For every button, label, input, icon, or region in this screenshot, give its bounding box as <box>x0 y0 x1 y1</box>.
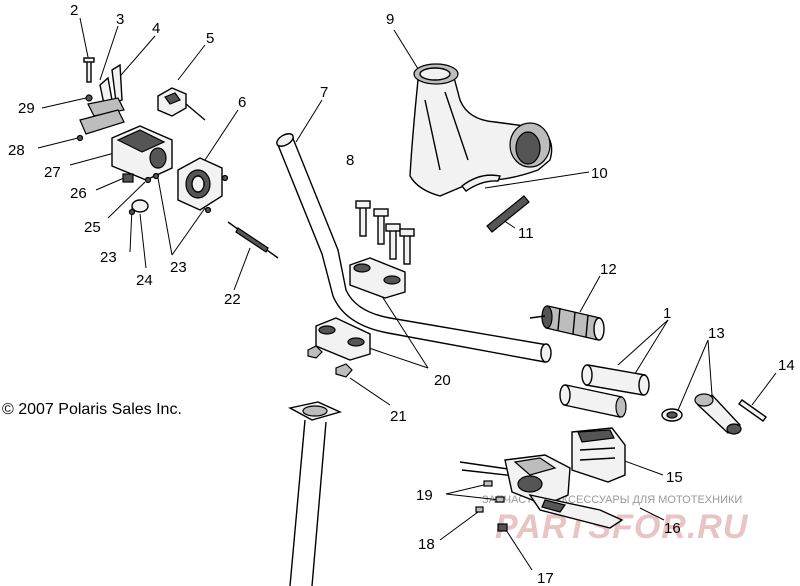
bar-end <box>661 393 742 435</box>
throttle-grip <box>529 305 605 341</box>
bracket-plate-28 <box>76 109 125 142</box>
leader-lines <box>37 17 777 571</box>
callout-5: 5 <box>206 30 214 47</box>
callout-27: 27 <box>44 164 61 181</box>
callout-10: 10 <box>591 165 608 182</box>
callout-17: 17 <box>537 570 554 586</box>
callout-23-a: 23 <box>100 249 117 266</box>
callout-15: 15 <box>666 469 683 486</box>
screw-2 <box>83 57 95 83</box>
callout-11: 11 <box>518 225 534 242</box>
callout-22: 22 <box>224 291 241 308</box>
handlebar-clamps <box>315 257 406 361</box>
callout-29: 29 <box>18 100 35 117</box>
callout-12: 12 <box>600 261 617 278</box>
callout-24: 24 <box>136 272 153 289</box>
callout-1: 1 <box>663 305 671 322</box>
watermark-brand: PARTSFOR.RU <box>495 508 749 546</box>
callout-26: 26 <box>70 185 87 202</box>
callout-13: 13 <box>708 325 725 342</box>
callout-8: 8 <box>346 152 354 169</box>
callout-20: 20 <box>434 372 451 389</box>
cover-strap <box>486 195 530 233</box>
switch-housing <box>571 427 626 483</box>
cable-22 <box>227 221 279 259</box>
callout-4: 4 <box>152 20 160 37</box>
callout-7: 7 <box>320 84 328 101</box>
clamp-nuts <box>307 345 353 378</box>
cover-clamp <box>461 174 501 192</box>
screw-23 <box>128 208 136 216</box>
callout-25: 25 <box>84 219 101 236</box>
nut-29 <box>85 94 93 102</box>
copyright-text: © 2007 Polaris Sales Inc. <box>2 401 182 418</box>
bracket-3-4 <box>87 63 125 117</box>
nut-26 <box>122 173 134 183</box>
callout-21: 21 <box>390 408 407 425</box>
handlebar-grips <box>559 364 650 418</box>
callout-2: 2 <box>70 2 78 19</box>
callout-6: 6 <box>238 94 246 111</box>
small-screws <box>475 480 508 532</box>
callout-18: 18 <box>418 536 435 553</box>
clamp-bolts <box>355 200 415 265</box>
switch-housing-27 <box>111 125 173 181</box>
connector-5 <box>157 87 206 121</box>
screw-25 <box>144 176 152 184</box>
steering-post <box>288 401 343 586</box>
switch-cover-6 <box>177 157 229 214</box>
knob-24 <box>131 199 149 213</box>
screw-25b <box>152 172 160 180</box>
handlebar <box>276 133 552 363</box>
callout-labels: 2 3 4 5 6 7 8 9 10 11 12 1 13 14 15 16 1… <box>8 2 795 586</box>
handlebar-cover <box>409 63 553 197</box>
callout-19: 19 <box>416 487 433 504</box>
callout-28: 28 <box>8 142 25 159</box>
callout-9: 9 <box>386 11 394 28</box>
callout-23-b: 23 <box>170 259 187 276</box>
callout-14: 14 <box>778 357 795 374</box>
callout-16: 16 <box>664 520 681 537</box>
callout-3: 3 <box>116 11 124 28</box>
brake-lever-assembly <box>459 454 624 529</box>
bar-end-pin <box>738 399 767 422</box>
